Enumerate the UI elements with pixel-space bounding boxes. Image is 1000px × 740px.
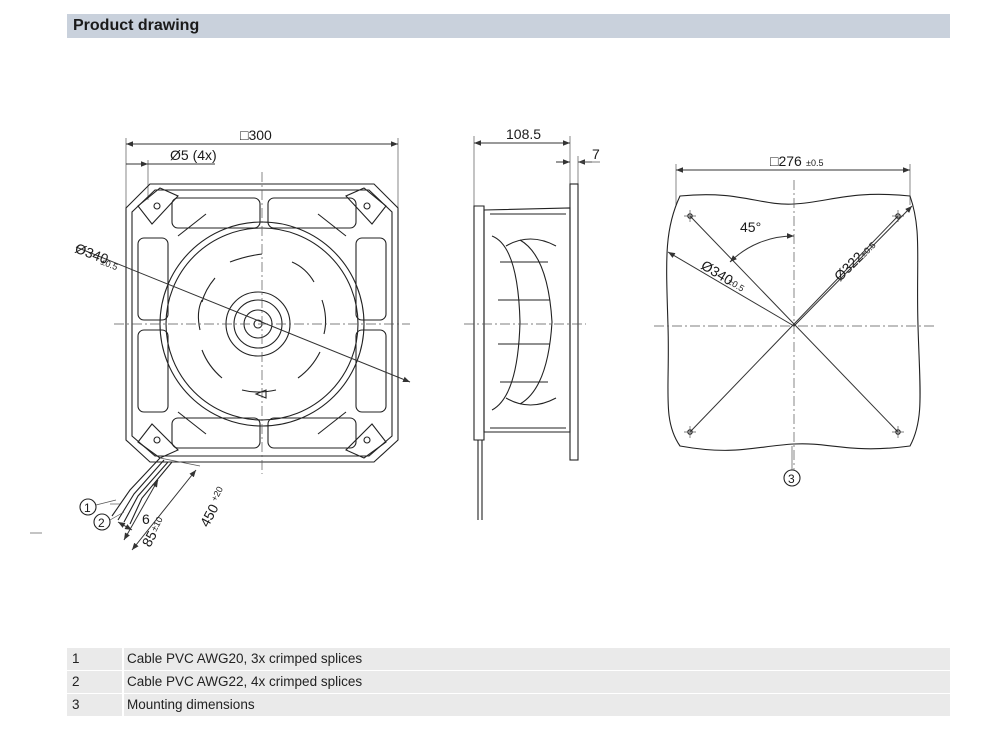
- cable-bundle: [110, 457, 173, 525]
- side-housing: [483, 207, 571, 433]
- svg-text:3: 3: [788, 472, 795, 486]
- mounting-hole: [153, 202, 161, 210]
- mounting-hole-marks: [684, 210, 904, 438]
- section-header: Product drawing: [67, 14, 950, 38]
- dim-85-tol: ±10: [149, 515, 165, 533]
- housing-outline: [125, 183, 399, 463]
- mounting-hole: [363, 436, 371, 444]
- legend-desc: Mounting dimensions: [127, 697, 255, 712]
- legend-num: 3: [72, 697, 80, 712]
- side-impeller: [491, 235, 521, 411]
- front-view: □300 Ø5 (4x): [73, 127, 411, 551]
- mounting-hole: [363, 202, 371, 210]
- callout-2: [93, 513, 111, 531]
- dim-strip-length: 6: [142, 511, 150, 527]
- svg-text:2: 2: [98, 516, 105, 530]
- mounting-view: □276 ±0.5 Ø340 ±0.5 Ø322 ±0.5 45°: [654, 153, 934, 487]
- legend-row: 1 Cable PVC AWG20, 3x crimped splices: [67, 648, 950, 670]
- dim-depth: 108.5: [506, 126, 541, 142]
- legend-table: 1 Cable PVC AWG20, 3x crimped splices 2 …: [67, 648, 950, 717]
- dim-450-tol: +20: [209, 485, 225, 503]
- legend-num: 2: [72, 674, 80, 689]
- dim-line-340: [75, 246, 411, 383]
- dim-mount-340-tol: ±0.5: [726, 276, 746, 294]
- dim-angle: 45°: [740, 219, 761, 235]
- dim-450: 450: [197, 501, 222, 529]
- mounting-ears: [137, 187, 387, 459]
- dim-square-276: □276: [770, 153, 802, 169]
- impeller-blades: [197, 253, 327, 393]
- callout-3: [783, 469, 801, 487]
- legend-row: 2 Cable PVC AWG22, 4x crimped splices: [67, 671, 950, 693]
- dim-square-276-tol: ±0.5: [806, 158, 823, 168]
- svg-text:1: 1: [84, 501, 91, 515]
- mounting-cutout: [666, 193, 921, 451]
- product-drawing: □300 Ø5 (4x): [30, 126, 934, 551]
- legend-row: 3 Mounting dimensions: [67, 694, 950, 716]
- dim-diameter-340-tol: ±0.5: [99, 257, 119, 273]
- legend-num: 1: [72, 651, 80, 666]
- dim-square-300: □300: [240, 127, 272, 143]
- side-view: 108.5 7: [464, 126, 600, 520]
- dim-angle-arc: [729, 233, 795, 263]
- rotation-arrow-icon: [254, 389, 267, 399]
- side-cable: [477, 440, 483, 520]
- side-flange: [569, 183, 579, 461]
- dim-mount-322-tol: ±0.5: [858, 240, 877, 259]
- dim-holes: Ø5 (4x): [170, 147, 217, 163]
- legend-desc: Cable PVC AWG20, 3x crimped splices: [127, 651, 363, 666]
- grille: [137, 197, 387, 449]
- dim-flange: 7: [592, 146, 600, 162]
- mounting-hole: [153, 436, 161, 444]
- callout-1: [79, 498, 97, 516]
- legend-desc: Cable PVC AWG22, 4x crimped splices: [127, 674, 363, 689]
- section-title: Product drawing: [73, 17, 200, 34]
